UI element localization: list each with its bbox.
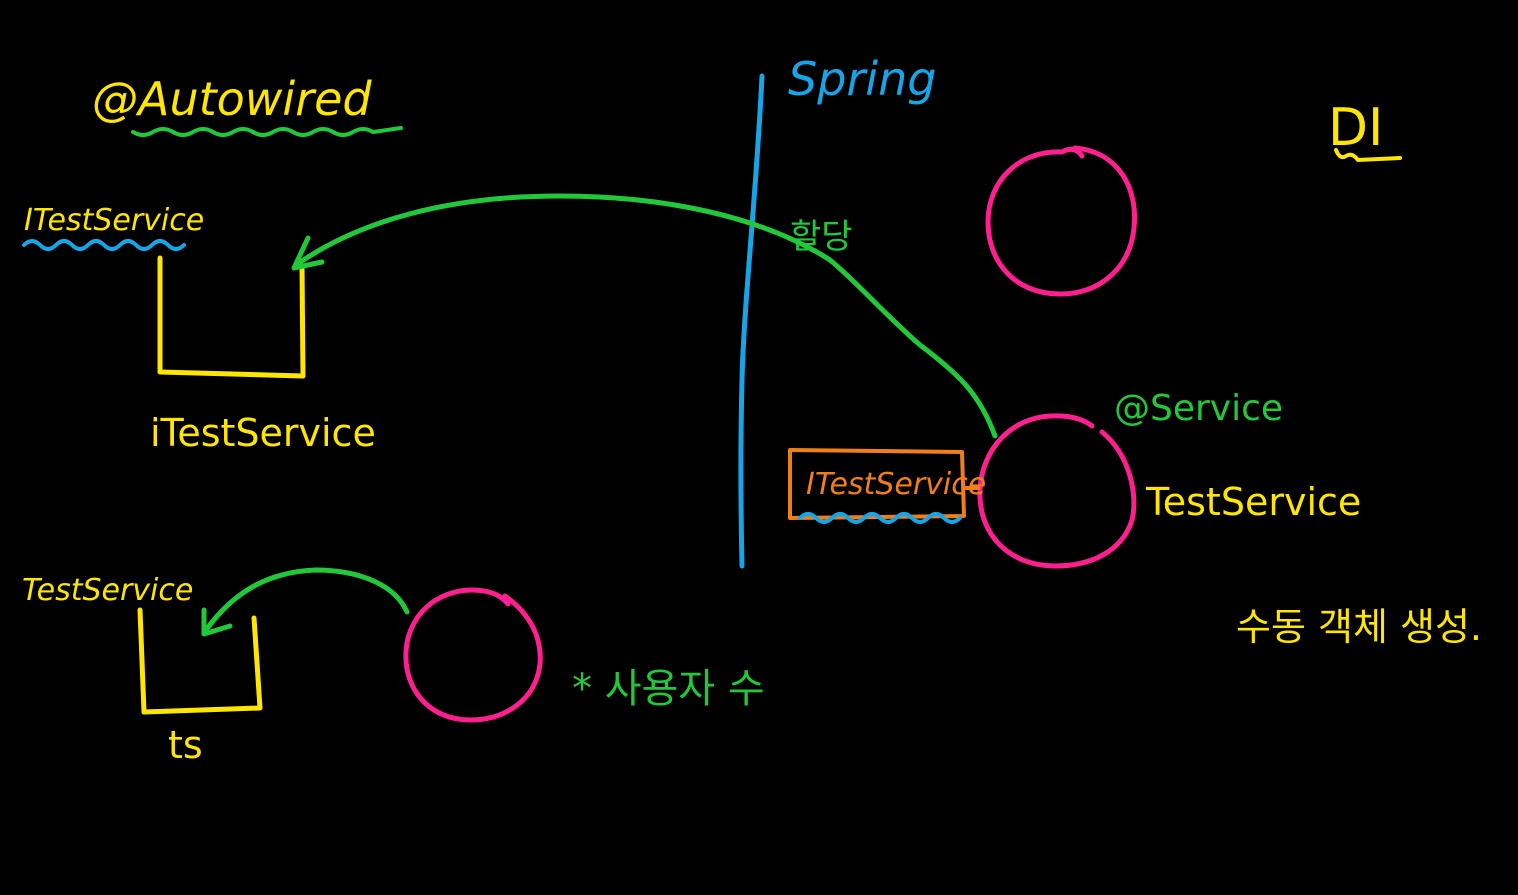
- assign-arrow: [293, 193, 998, 439]
- ts-variable-box: [137, 607, 263, 715]
- testservice-type-label: TestService: [22, 573, 193, 608]
- itestservice-variable-box: [157, 255, 306, 379]
- itestservice-type-underline: [22, 239, 186, 251]
- itestservice-variable-label: iTestService: [150, 411, 376, 455]
- assign-arrowhead: [291, 235, 325, 271]
- autowired-underline: [131, 126, 403, 137]
- testservice-class-label: TestService: [1145, 480, 1361, 524]
- ts-variable-label: ts: [168, 723, 203, 767]
- itestservice-interface-underline: [798, 512, 962, 524]
- spring-boundary-line: [738, 73, 765, 569]
- itestservice-interface-box: [788, 448, 980, 520]
- spring-label: Spring: [788, 52, 936, 106]
- autowired-label: @Autowired: [92, 72, 372, 126]
- manual-creation-label: 수동 객체 생성.: [1236, 605, 1482, 649]
- service-annotation-label: @Service: [1114, 388, 1283, 429]
- testservice-bean-circle: [977, 413, 1137, 569]
- di-label: DI: [1328, 98, 1383, 158]
- manual-object-circle: [403, 587, 543, 723]
- assign-label: 할당: [790, 217, 853, 257]
- di-underline: [1334, 148, 1402, 163]
- manual-assign-arrowhead: [201, 607, 233, 637]
- itestservice-type-label: ITestService: [24, 203, 204, 238]
- user-manual-label: * 사용자 수: [572, 666, 765, 712]
- itestservice-interface-label: ITestService: [806, 467, 986, 502]
- spring-bean-circle-top: [985, 145, 1138, 297]
- manual-assign-arrow: [203, 567, 410, 633]
